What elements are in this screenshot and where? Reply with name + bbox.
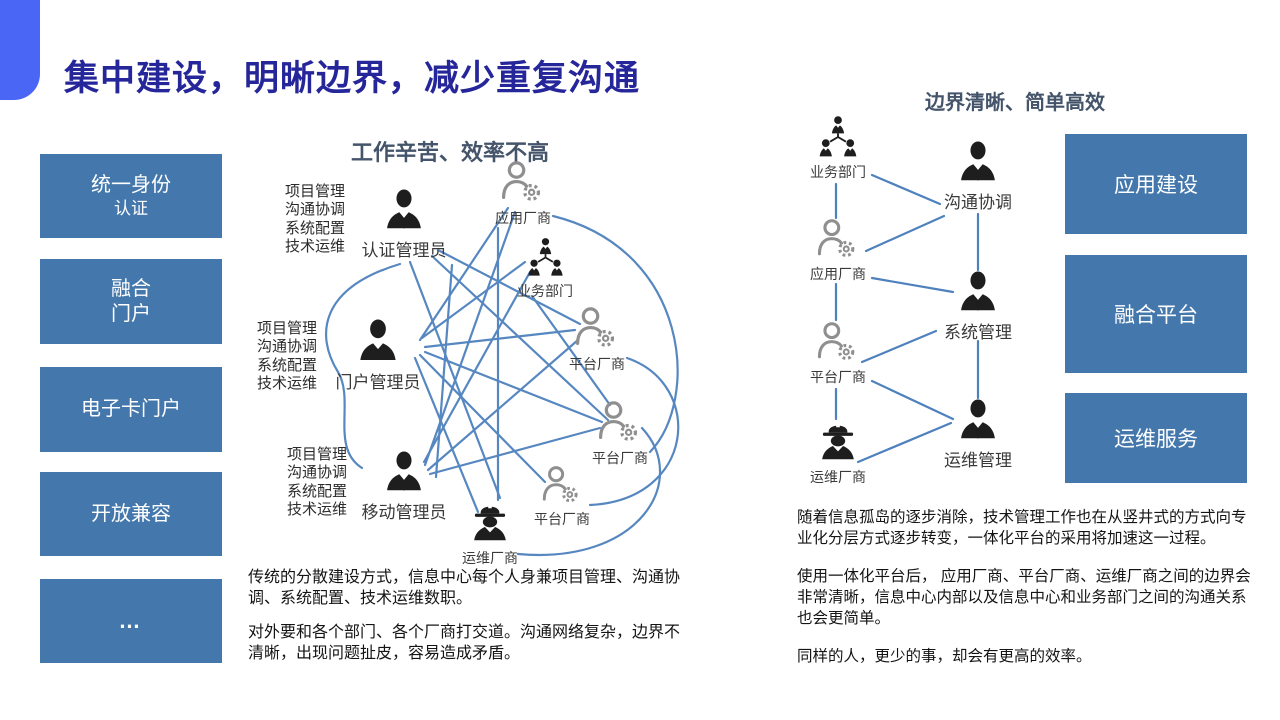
node-comm-coord: 沟通协调: [923, 140, 1033, 213]
node-clear-platform-vendor-label: 平台厂商: [810, 369, 866, 385]
messy-caption-2: 对外要和各个部门、各个厂商打交道。沟通网络复杂，边界不清晰，出现问题扯皮，容易造…: [248, 624, 681, 663]
clear-paragraph-2: 使用一体化平台后， 应用厂商、平台厂商、运维厂商之间的边界会非常清晰，信息中心内…: [797, 568, 1251, 628]
clear-paragraph-3: 同样的人，更少的事，却会有更高的效率。: [797, 648, 1092, 665]
worker-icon: [467, 500, 513, 546]
left-box-portal-line1: 融合: [111, 277, 151, 300]
left-box-identity-line2: 认证: [114, 198, 148, 218]
node-clear-app-vendor: 应用厂商: [793, 218, 883, 284]
node-clear-biz-dept-label: 业务部门: [810, 164, 866, 180]
left-box-portal: 融合 门户: [40, 259, 222, 344]
node-platform-vendor-top-label: 平台厂商: [569, 356, 625, 372]
node-app-vendor-label: 应用厂商: [495, 210, 551, 226]
node-clear-ops-vendor: 运维厂商: [793, 419, 883, 487]
clear-diagram-subtitle: 边界清晰、简单高效: [925, 92, 1105, 114]
node-sys-mgmt: 系统管理: [923, 270, 1033, 343]
node-ops-vendor-label: 运维厂商: [462, 550, 518, 566]
left-box-ecard-label: 电子卡门户: [81, 398, 181, 420]
duties-note-portal: 项目管理 沟通协调 系统配置 技术运维: [257, 320, 318, 392]
node-auth-admin-label: 认证管理员: [361, 241, 447, 260]
slide-title: 集中建设，明晰边界，减少重复沟通: [64, 59, 641, 98]
messy-caption-1: 传统的分散建设方式，信息中心每个人身兼项目管理、沟通协调、系统配置、技术运维数职…: [248, 569, 681, 608]
node-ops-vendor: 运维厂商: [445, 500, 535, 568]
node-clear-ops-vendor-label: 运维厂商: [810, 469, 866, 485]
node-biz-dept-label: 业务部门: [517, 283, 573, 299]
node-platform-vendor-mid-label: 平台厂商: [592, 450, 648, 466]
node-platform-vendor-mid: 平台厂商: [575, 400, 665, 468]
right-box-ops-service-label: 运维服务: [1114, 428, 1198, 451]
node-portal-admin-label: 门户管理员: [335, 373, 421, 392]
node-biz-dept: 业务部门: [500, 236, 590, 301]
worker-icon: [815, 419, 861, 465]
duties-note-auth: 项目管理 沟通协调 系统配置 技术运维: [285, 183, 346, 255]
node-clear-app-vendor-label: 应用厂商: [810, 266, 866, 282]
corner-accent-shape: [0, 0, 40, 100]
node-portal-admin: 门户管理员: [323, 318, 433, 393]
node-comm-coord-label: 沟通协调: [944, 193, 1012, 212]
person-gear-icon: [500, 160, 546, 206]
node-platform-vendor-top: 平台厂商: [552, 306, 642, 374]
clear-paragraph-1: 随着信息孤岛的逐步消除，技术管理工作也在从竖井式的方式向专业化分层方式逐步转变，…: [797, 509, 1247, 548]
node-ops-mgmt-label: 运维管理: [944, 451, 1012, 470]
left-box-open: 开放兼容: [40, 472, 222, 556]
right-box-app-build-label: 应用建设: [1114, 174, 1198, 197]
person-icon: [354, 318, 402, 366]
person-gear-icon: [816, 218, 860, 262]
person-icon: [955, 140, 1001, 186]
node-clear-platform-vendor: 平台厂商: [793, 321, 883, 387]
left-box-ecard: 电子卡门户: [40, 367, 222, 452]
node-clear-biz-dept: 业务部门: [793, 114, 883, 182]
left-box-identity: 统一身份 认证: [40, 154, 222, 238]
left-box-portal-line2: 门户: [111, 302, 151, 325]
node-platform-vendor-low: 平台厂商: [517, 465, 607, 529]
right-box-ops-service: 运维服务: [1065, 393, 1247, 483]
left-box-identity-line1: 统一身份: [91, 173, 171, 196]
messy-diagram-subtitle: 工作辛苦、效率不高: [350, 140, 549, 165]
left-box-open-label: 开放兼容: [91, 502, 171, 525]
right-box-fusion-platform-label: 融合平台: [1114, 304, 1198, 327]
group-icon: [524, 236, 567, 279]
person-gear-icon: [574, 306, 620, 352]
person-gear-icon: [597, 400, 643, 446]
group-icon: [815, 114, 861, 160]
person-icon: [955, 270, 1001, 316]
node-mobile-admin-label: 移动管理员: [361, 503, 447, 522]
node-sys-mgmt-label: 系统管理: [944, 323, 1012, 342]
left-box-more-label: …: [118, 607, 144, 633]
left-box-more: …: [40, 579, 222, 663]
node-app-vendor: 应用厂商: [478, 160, 568, 228]
person-gear-icon: [816, 321, 860, 365]
node-mobile-admin: 移动管理员: [349, 450, 459, 523]
person-icon: [955, 398, 1001, 444]
person-icon: [381, 188, 427, 234]
person-gear-icon: [541, 465, 583, 507]
node-auth-admin: 认证管理员: [349, 188, 459, 261]
person-icon: [381, 450, 427, 496]
right-box-fusion-platform: 融合平台: [1065, 255, 1247, 373]
duties-note-mobile: 项目管理 沟通协调 系统配置 技术运维: [287, 446, 348, 518]
node-ops-mgmt: 运维管理: [923, 398, 1033, 471]
node-platform-vendor-low-label: 平台厂商: [534, 511, 590, 527]
right-box-app-build: 应用建设: [1065, 134, 1247, 234]
